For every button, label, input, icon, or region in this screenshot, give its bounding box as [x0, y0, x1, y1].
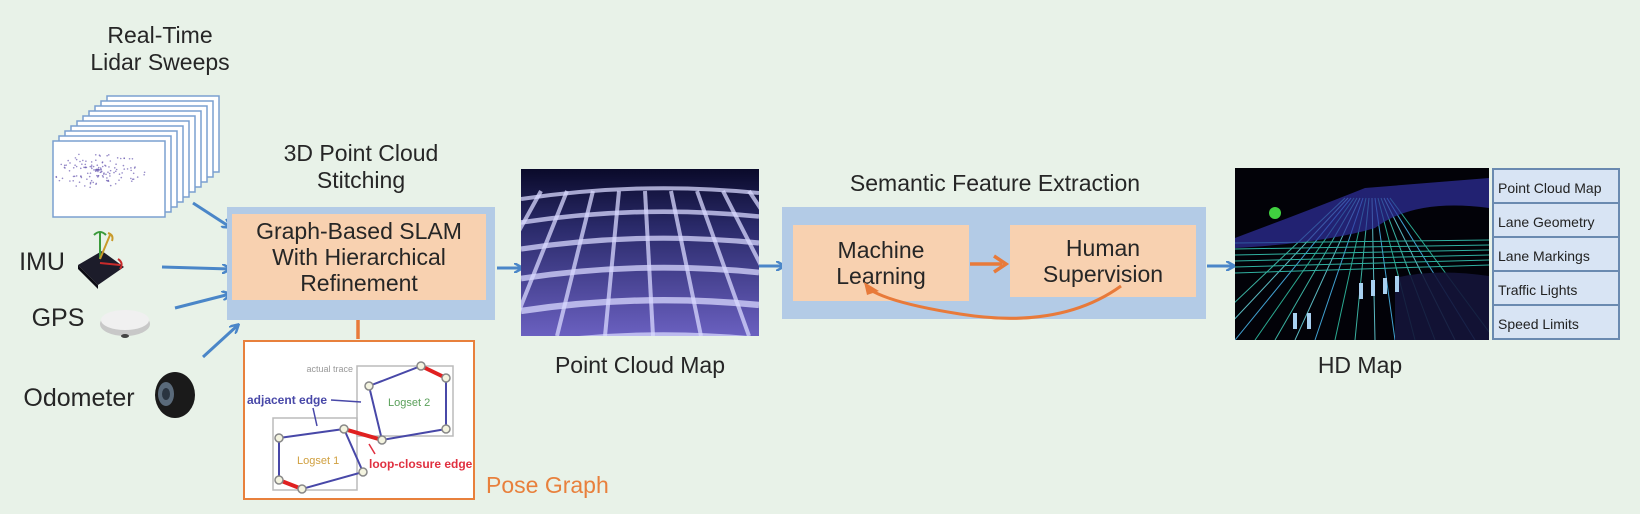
pose-graph-diagram: actual trace adjacent edge Logset 2 Logs…	[243, 340, 475, 500]
lane-arrow-marking	[1371, 280, 1375, 296]
arrow-lidar-to-slam	[193, 203, 230, 227]
layer-traffic-lights: Traffic Lights	[1492, 270, 1620, 306]
lane-arrow-marking	[1359, 283, 1363, 299]
machine-learning-box: Machine Learning	[793, 225, 969, 301]
semantic-title: Semantic Feature Extraction	[780, 170, 1210, 197]
pose-graph-caption: Pose Graph	[486, 472, 636, 499]
logset1-label: Logset 1	[297, 455, 339, 467]
point-cloud-map-image	[521, 169, 759, 336]
hd-map-layers: Point Cloud Map Lane Geometry Lane Marki…	[1492, 168, 1620, 340]
vegetation-cluster	[1269, 207, 1281, 219]
lane-arrow-marking	[1307, 313, 1311, 329]
arrow-imu-to-slam	[162, 267, 230, 269]
logset2-label: Logset 2	[388, 397, 430, 409]
layer-speed-limits: Speed Limits	[1492, 304, 1620, 340]
point-cloud-region	[1395, 272, 1489, 340]
point-cloud-map-caption: Point Cloud Map	[520, 352, 760, 379]
lane-arrow-marking	[1293, 313, 1297, 329]
actual-trace-label: actual trace	[306, 364, 353, 374]
layer-lane-geometry: Lane Geometry	[1492, 202, 1620, 238]
lane-arrow-marking	[1395, 276, 1399, 292]
layer-lane-markings: Lane Markings	[1492, 236, 1620, 272]
arrow-gps-to-slam	[175, 294, 230, 308]
slam-box: Graph-Based SLAM With Hierarchical Refin…	[232, 214, 486, 300]
hd-map-caption: HD Map	[1260, 352, 1460, 379]
lane-arrow-marking	[1383, 278, 1387, 294]
arrow-odometer-to-slam	[203, 325, 238, 357]
hd-map-image	[1235, 168, 1489, 340]
adjacent-edge-label: adjacent edge	[247, 393, 327, 407]
layer-point-cloud-map: Point Cloud Map	[1492, 168, 1620, 204]
loop-closure-edge-label: loop-closure edge	[369, 457, 473, 471]
stitching-title: 3D Point Cloud Stitching	[236, 140, 486, 194]
human-supervision-box: Human Supervision	[1010, 225, 1196, 297]
